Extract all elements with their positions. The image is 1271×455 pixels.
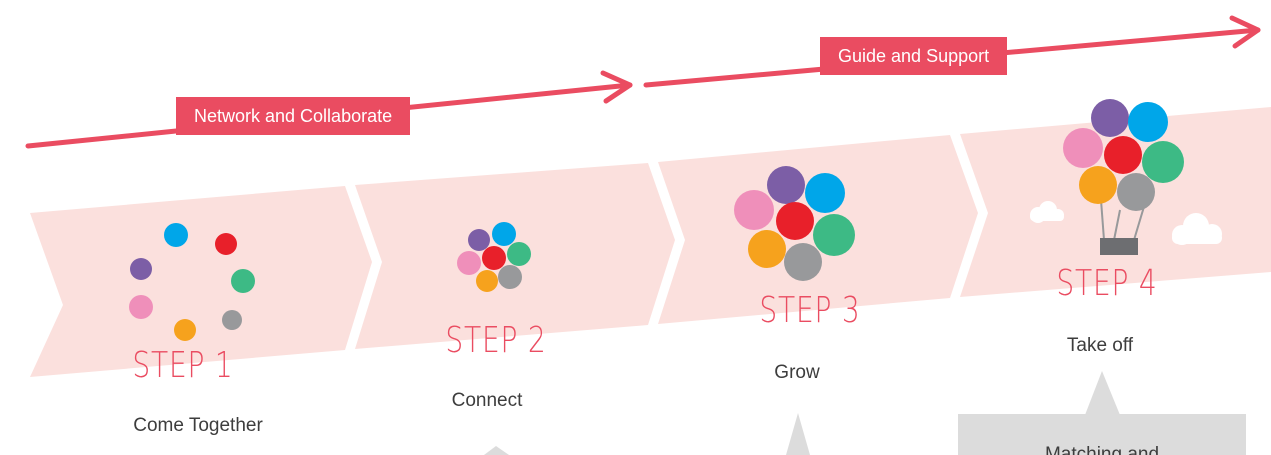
callout-pointer-step-4 xyxy=(1085,371,1120,415)
dot-red xyxy=(215,233,237,255)
dot-red xyxy=(1104,136,1142,174)
dot-orange xyxy=(748,230,786,268)
step-2-cluster xyxy=(457,222,531,292)
dot-orange xyxy=(476,270,498,292)
arrow-network-head xyxy=(600,70,633,104)
dot-pink xyxy=(734,190,774,230)
dot-blue xyxy=(805,173,845,213)
dot-pink xyxy=(1063,128,1103,168)
dot-pink xyxy=(457,251,481,275)
arrow-guide-head xyxy=(1229,15,1261,49)
dot-gray xyxy=(222,310,242,330)
dot-green xyxy=(231,269,255,293)
band-segment-4 xyxy=(960,107,1271,297)
callout-pointer-step-2 xyxy=(484,446,509,455)
callout-text-step-4: Matching and xyxy=(1044,444,1160,455)
dot-blue xyxy=(1128,102,1168,142)
dot-orange xyxy=(174,319,196,341)
dot-green xyxy=(1142,141,1184,183)
step-4-subtitle: Take off xyxy=(1066,335,1134,356)
dot-orange xyxy=(1079,166,1117,204)
dot-red xyxy=(482,246,506,270)
dot-gray xyxy=(1117,173,1155,211)
step-1-dots xyxy=(129,223,255,341)
dot-blue xyxy=(164,223,188,247)
guide-support-label: Guide and Support xyxy=(820,37,1008,75)
callout-box-step-4 xyxy=(958,414,1246,455)
dot-purple xyxy=(1091,99,1129,137)
cloud-left-icon xyxy=(1030,201,1064,223)
step-3-subtitle: Grow xyxy=(774,362,820,383)
chevron-band xyxy=(30,107,1271,377)
callouts xyxy=(484,371,1246,455)
dot-purple xyxy=(468,229,490,251)
step-2-subtitle: Connect xyxy=(451,390,523,411)
dot-gray xyxy=(784,243,822,281)
step-4-balloon xyxy=(1030,99,1222,255)
dot-red xyxy=(776,202,814,240)
dot-purple xyxy=(130,258,152,280)
dot-gray xyxy=(498,265,522,289)
dot-blue xyxy=(492,222,516,246)
cloud-right-icon xyxy=(1172,213,1222,245)
step-2-title: STEP 2 xyxy=(445,320,547,361)
step-3-cluster xyxy=(734,166,855,281)
step-3-title: STEP 3 xyxy=(759,290,861,331)
callout-pointer-step-3 xyxy=(786,413,810,455)
dot-pink xyxy=(129,295,153,319)
dot-purple xyxy=(767,166,805,204)
step-1-title: STEP 1 xyxy=(132,345,234,386)
step-1-subtitle: Come Together xyxy=(133,415,263,436)
step-4-title: STEP 4 xyxy=(1056,263,1158,304)
dot-green xyxy=(507,242,531,266)
dot-green xyxy=(813,214,855,256)
band-segment-1 xyxy=(30,186,372,377)
balloon-basket xyxy=(1100,238,1138,255)
network-collaborate-label: Network and Collaborate xyxy=(176,97,411,135)
